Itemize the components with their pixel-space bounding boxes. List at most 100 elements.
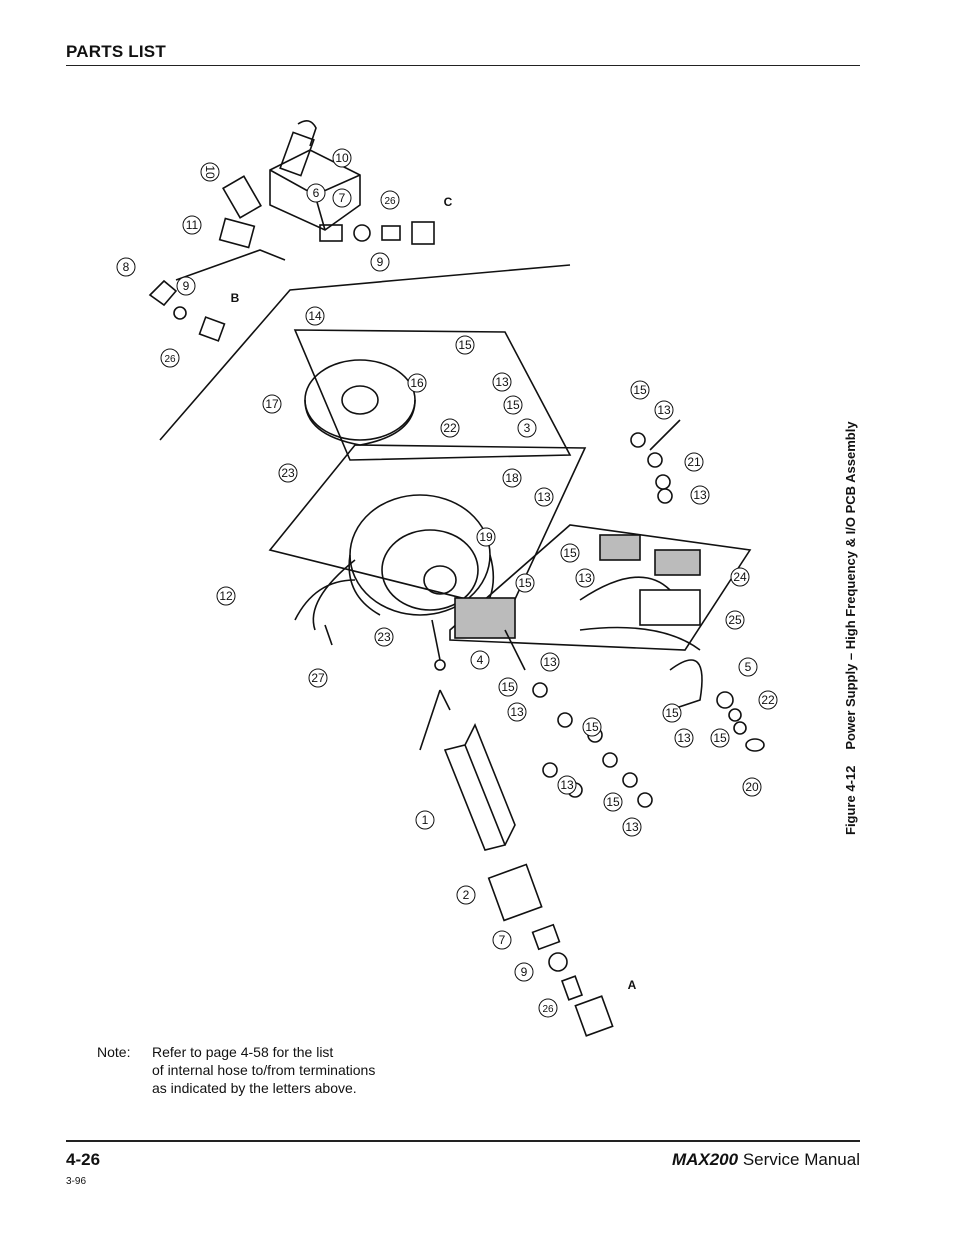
callout-10: 10 [200,162,220,182]
insert-26 [560,975,584,1001]
svg-text:15: 15 [506,398,520,412]
fitting-7-top [319,224,343,242]
svg-text:15: 15 [665,706,679,720]
callout-6: 6 [306,183,326,203]
svg-text:5: 5 [745,660,752,674]
svg-text:13: 13 [677,731,691,745]
svg-text:15: 15 [458,338,472,352]
svg-text:15: 15 [563,546,577,560]
callout-5: 5 [738,657,758,677]
callout-2: 2 [456,885,476,905]
svg-text:22: 22 [443,421,457,435]
callout-7: 7 [492,930,512,950]
callout-13: 13 [674,728,694,748]
svg-text:26: 26 [384,196,396,207]
callout-7: 7 [332,188,352,208]
figure-caption: Figure 4-12Power Supply – High Frequency… [843,421,858,835]
callout-26: 26 [380,190,400,210]
svg-text:23: 23 [377,630,391,644]
callout-20: 20 [742,777,762,797]
svg-text:9: 9 [377,255,384,269]
svg-text:15: 15 [606,795,620,809]
screw-20 [745,738,765,752]
svg-text:1: 1 [422,813,429,827]
callout-10: 10 [332,148,352,168]
svg-text:13: 13 [578,571,592,585]
svg-text:15: 15 [713,731,727,745]
callout-1: 1 [415,810,435,830]
callout-9: 9 [514,962,534,982]
callout-A: A [628,978,637,992]
exploded-parts-drawing: 10 10 6 7 26 C 11 9 8 9 B 26 14 15 16 13… [116,120,778,1037]
svg-text:22: 22 [761,693,775,707]
svg-text:12: 12 [219,589,233,603]
svg-text:7: 7 [499,933,506,947]
fitting-10a [222,175,262,219]
svg-text:10: 10 [335,151,349,165]
svg-text:13: 13 [657,403,671,417]
svg-text:18: 18 [505,471,519,485]
svg-text:3: 3 [524,421,531,435]
svg-text:13: 13 [495,375,509,389]
svg-text:23: 23 [281,466,295,480]
toroid-main [349,494,491,616]
fitting-11 [218,217,256,249]
hardware-stack-lower [532,682,653,808]
callout-3: 3 [517,418,537,438]
callout-12: 12 [216,586,236,606]
coupler-2 [487,863,543,922]
callout-13: 13 [654,400,674,420]
model-name: MAX200 [671,1150,739,1169]
revision-date: 3-96 [66,1176,87,1187]
callout-13: 13 [507,702,527,722]
callout-15: 15 [498,677,518,697]
callout-14: 14 [305,306,325,326]
ferrule-9 [548,952,568,972]
callout-17: 17 [262,394,282,414]
svg-text:8: 8 [123,260,130,274]
callout-19: 19 [476,527,496,547]
svg-text:13: 13 [625,820,639,834]
nut-B [198,316,226,342]
callout-27: 27 [308,668,328,688]
callout-13: 13 [540,652,560,672]
section-header: PARTS LIST [66,42,166,61]
callout-23: 23 [374,627,394,647]
component-25 [639,589,701,626]
callout-15: 15 [582,717,602,737]
svg-text:16: 16 [410,376,424,390]
callout-13: 13 [690,485,710,505]
callout-24: 24 [730,567,750,587]
note-line: of internal hose to/from terminations [152,1062,376,1078]
svg-text:19: 19 [479,530,493,544]
callout-22: 22 [440,418,460,438]
svg-text:A: A [628,978,637,992]
svg-text:20: 20 [745,780,759,794]
svg-text:13: 13 [537,490,551,504]
svg-text:13: 13 [543,655,557,669]
svg-text:15: 15 [585,720,599,734]
manual-title: MAX200 Service Manual [672,1150,860,1170]
callout-23: 23 [278,463,298,483]
note-line: Refer to page 4-58 for the list [152,1044,334,1060]
toroid-upper [304,359,416,441]
callout-15: 15 [710,728,730,748]
base-plate [268,444,587,611]
callout-13: 13 [492,372,512,392]
page-number: 4-26 [66,1150,101,1169]
callout-8: 8 [116,257,136,277]
svg-text:21: 21 [687,455,701,469]
note-label: Note: [97,1044,131,1060]
footer-rule [66,1140,860,1142]
svg-text:6: 6 [313,186,320,200]
callout-26: 26 [160,348,180,368]
nut-C [411,221,435,245]
callout-15: 15 [455,335,475,355]
callout-15: 15 [603,792,623,812]
callout-B: B [231,291,240,305]
svg-text:13: 13 [560,778,574,792]
callout-18: 18 [502,468,522,488]
io-pcb [449,524,752,651]
fitting-1 [443,723,516,851]
hardware-stack-right [630,419,681,504]
